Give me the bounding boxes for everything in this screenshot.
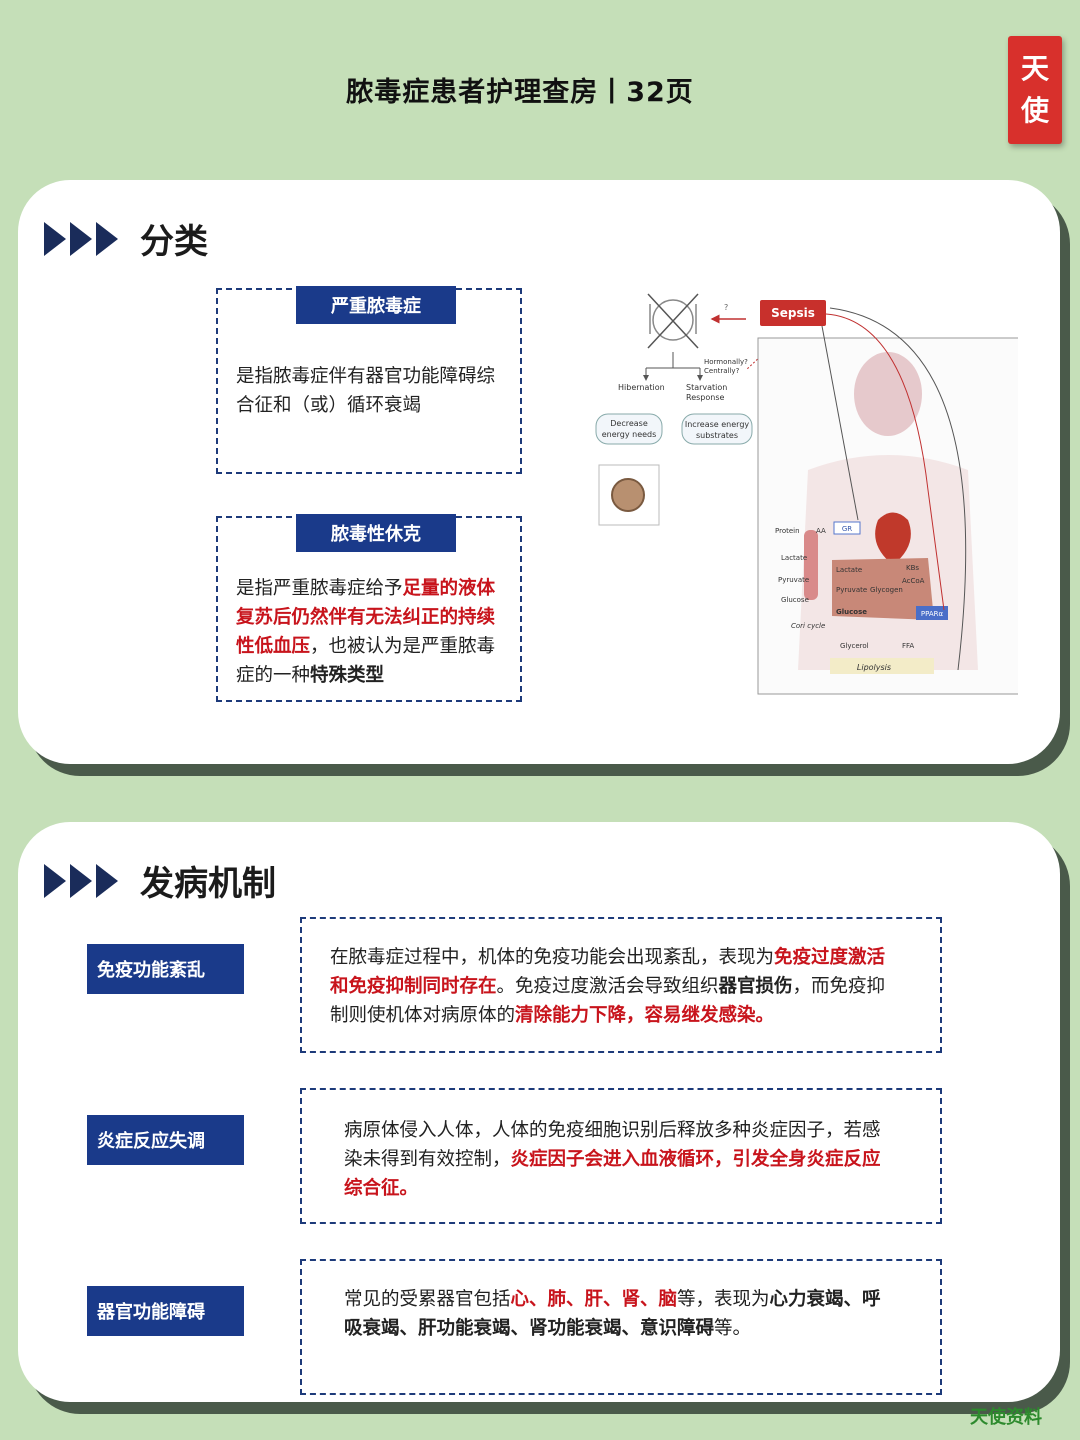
sepsis-label: Sepsis: [771, 306, 815, 320]
decrease-text-2: energy needs: [602, 430, 657, 439]
watermark: 天使资料: [970, 1407, 1042, 1428]
organ-dysfunction-box: 常见的受累器官包括心、肺、肝、肾、脑等，表现为心力衰竭、呼吸衰竭、肝功能衰竭、肾…: [300, 1259, 942, 1395]
fasting-icon: [647, 293, 699, 349]
lipolysis-band: [830, 658, 934, 674]
immune-dysfunction-box: 在脓毒症过程中，机体的免疫功能会出现紊乱，表现为免疫过度激活和免疫抑制同时存在。…: [300, 917, 942, 1053]
aa-text: AA: [816, 527, 826, 535]
increase-text-2: substrates: [696, 431, 738, 440]
lactate-center-text: Lactate: [836, 566, 862, 574]
mechanism-heading: 发病机制: [44, 856, 276, 905]
kbs-text: KBs: [906, 564, 919, 572]
page-title: 脓毒症患者护理查房丨32页: [346, 77, 694, 108]
brain-icon: [854, 352, 922, 436]
starvation-text-1: Starvation: [686, 383, 727, 392]
lipolysis-text: Lipolysis: [857, 663, 891, 672]
glucose-left-text: Glucose: [781, 596, 809, 604]
severe-sepsis-text: 是指脓毒症伴有器官功能障碍综合征和（或）循环衰竭: [236, 366, 496, 416]
section-title-mechanism: 发病机制: [140, 864, 276, 904]
centrally-text: Centrally?: [704, 367, 740, 375]
organ-dysfunction-label: 器官功能障碍: [87, 1286, 244, 1336]
decrease-text-1: Decrease: [610, 419, 648, 428]
increase-energy-pill: [681, 413, 753, 445]
cori-cycle-text: Cori cycle: [791, 622, 825, 630]
sepsis-box: [760, 300, 826, 326]
increase-text-1: Increase energy: [685, 420, 750, 429]
gr-box: [833, 521, 861, 535]
ppar-text: PPARα: [921, 610, 944, 618]
sepsis-metabolism-diagram: ? Sepsis Hibernation Starvation Response…: [595, 293, 1018, 695]
section-title-classification: 分类: [140, 222, 208, 262]
classification-card: 分类 严重脓毒症 是指脓毒症伴有器官功能障碍综合征和（或）循环衰竭 脓毒性休克 …: [18, 180, 1060, 764]
gr-text: GR: [842, 525, 852, 533]
immune-dysfunction-label: 免疫功能紊乱: [87, 944, 244, 994]
mechanism-card: 发病机制 免疫功能紊乱 在脓毒症过程中，机体的免疫功能会出现紊乱，表现为免疫过度…: [18, 822, 1060, 1402]
ffa-text: FFA: [902, 642, 914, 650]
hormonally-text: Hormonally?: [704, 358, 748, 366]
angel-seal: 天 使: [1008, 36, 1062, 144]
chevrons-icon: [44, 221, 122, 256]
protein-text: Protein: [775, 527, 800, 535]
lactate-left-text: Lactate: [781, 554, 807, 562]
classification-heading: 分类: [44, 214, 208, 263]
heart-icon: [875, 512, 911, 565]
muscle-icon: [804, 530, 818, 600]
septic-shock-text: 是指严重脓毒症给予足量的液体复苏后仍然伴有无法纠正的持续性低血压，也被认为是严重…: [236, 578, 496, 686]
liver-icon: [832, 558, 934, 620]
glucose-center-text: Glucose: [836, 608, 867, 616]
inflammation-dysregulation-box: 病原体侵入人体，人体的免疫细胞识别后释放多种炎症因子，若感染未得到有效控制，炎症…: [300, 1088, 942, 1224]
question-mark-1: ?: [724, 303, 728, 312]
chevrons-icon: [44, 863, 122, 898]
septic-shock-label: 脓毒性休克: [296, 514, 456, 552]
inflammation-dysregulation-label: 炎症反应失调: [87, 1115, 244, 1165]
pyruvate-center-text: Pyruvate: [836, 586, 867, 594]
severe-sepsis-label: 严重脓毒症: [296, 286, 456, 324]
seal-char-1: 天: [1020, 52, 1049, 85]
glycerol-text: Glycerol: [840, 642, 869, 650]
severe-sepsis-box: 严重脓毒症 是指脓毒症伴有器官功能障碍综合征和（或）循环衰竭: [216, 286, 522, 474]
accoa-text: AcCoA: [902, 577, 925, 585]
decrease-energy-pill: [595, 413, 663, 445]
immune-dysfunction-text: 在脓毒症过程中，机体的免疫功能会出现紊乱，表现为免疫过度激活和免疫抑制同时存在。…: [330, 947, 886, 1026]
seal-char-2: 使: [1020, 94, 1049, 127]
starvation-text-2: Response: [686, 393, 725, 402]
inflammation-dysregulation-text: 病原体侵入人体，人体的免疫细胞识别后释放多种炎症因子，若感染未得到有效控制，炎症…: [344, 1120, 881, 1199]
hibernating-animal-icon: [611, 478, 645, 512]
glycogen-text: Glycogen: [870, 586, 903, 594]
ppar-box: [916, 606, 948, 620]
septic-shock-box: 脓毒性休克 是指严重脓毒症给予足量的液体复苏后仍然伴有无法纠正的持续性低血压，也…: [216, 514, 522, 702]
organ-dysfunction-text: 常见的受累器官包括心、肺、肝、肾、脑等，表现为心力衰竭、呼吸衰竭、肝功能衰竭、肾…: [344, 1289, 881, 1339]
hibernation-text: Hibernation: [618, 383, 665, 392]
pyruvate-left-text: Pyruvate: [778, 576, 809, 584]
